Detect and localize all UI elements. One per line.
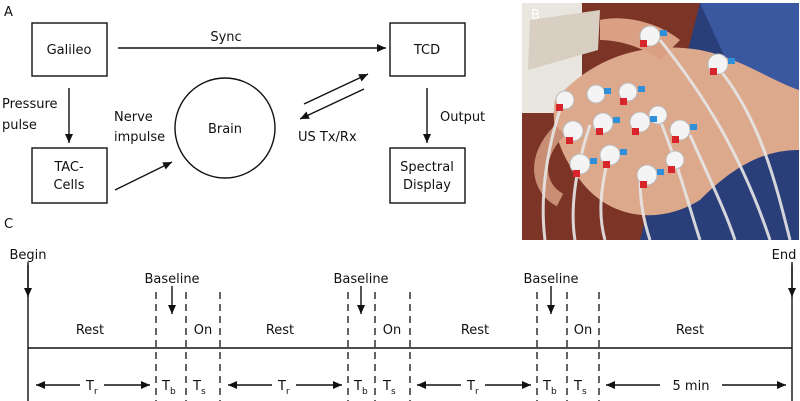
on-label: On xyxy=(574,323,592,338)
tac-cells-label-line2: Cells xyxy=(53,178,84,193)
panel-c: C Begin End Baseline Baseline Baseline R… xyxy=(4,217,796,401)
rest-label: Rest xyxy=(461,323,489,338)
brain-circle xyxy=(174,77,276,179)
photo-blue-connectors xyxy=(590,30,735,175)
photo-tubes xyxy=(541,39,792,240)
spectral-display-label-line1: Spectral xyxy=(400,160,454,175)
rest-label: Rest xyxy=(676,323,704,338)
nerve-label-line1: Nerve xyxy=(114,110,153,125)
five-min-label: 5 min xyxy=(673,379,710,394)
tac-cells-label-line1: TAC- xyxy=(53,160,84,175)
baseline-label: Baseline xyxy=(333,272,388,287)
panel-c-label: C xyxy=(4,217,13,232)
tcd-label: TCD xyxy=(413,43,440,58)
tb-label: Tb xyxy=(353,379,368,397)
photo-stimulators xyxy=(555,25,729,186)
ts-label: Ts xyxy=(192,379,206,397)
baseline-label: Baseline xyxy=(144,272,199,287)
tb-label: Tb xyxy=(542,379,557,397)
spectral-display-box xyxy=(389,147,466,204)
pressure-label-line2: pulse xyxy=(2,118,37,133)
on-label: On xyxy=(383,323,401,338)
panel-b-label: B xyxy=(531,8,540,23)
photo-red-connectors xyxy=(556,40,717,188)
tr-label: Tr xyxy=(85,379,98,397)
pressure-label-line1: Pressure xyxy=(2,97,58,112)
tr-label: Tr xyxy=(277,379,290,397)
panel-b-photo xyxy=(522,3,799,240)
end-label: End xyxy=(772,248,797,263)
panel-a-label: A xyxy=(4,5,13,20)
galileo-box xyxy=(31,22,108,77)
tac-cells-box xyxy=(31,147,108,204)
galileo-label: Galileo xyxy=(47,43,92,58)
begin-label: Begin xyxy=(9,248,46,263)
tr-label: Tr xyxy=(466,379,479,397)
ts-label: Ts xyxy=(382,379,396,397)
tb-label: Tb xyxy=(161,379,176,397)
us-txrx-label: US Tx/Rx xyxy=(298,130,357,145)
nerve-label-line2: impulse xyxy=(114,130,165,145)
baseline-label: Baseline xyxy=(523,272,578,287)
us-tx-arrow xyxy=(303,73,369,105)
sync-label: Sync xyxy=(210,30,241,45)
ts-label: Ts xyxy=(573,379,587,397)
tcd-box xyxy=(389,22,466,77)
nerve-impulse-arrow xyxy=(114,161,173,191)
brain-label: Brain xyxy=(208,122,242,137)
on-label: On xyxy=(194,323,212,338)
output-label: Output xyxy=(440,110,485,125)
panel-a: A Galileo TCD TAC- Cells Spectral Displa… xyxy=(2,5,485,204)
rest-label: Rest xyxy=(76,323,104,338)
us-rx-arrow xyxy=(299,88,365,120)
rest-label: Rest xyxy=(266,323,294,338)
spectral-display-label-line2: Display xyxy=(403,178,451,193)
